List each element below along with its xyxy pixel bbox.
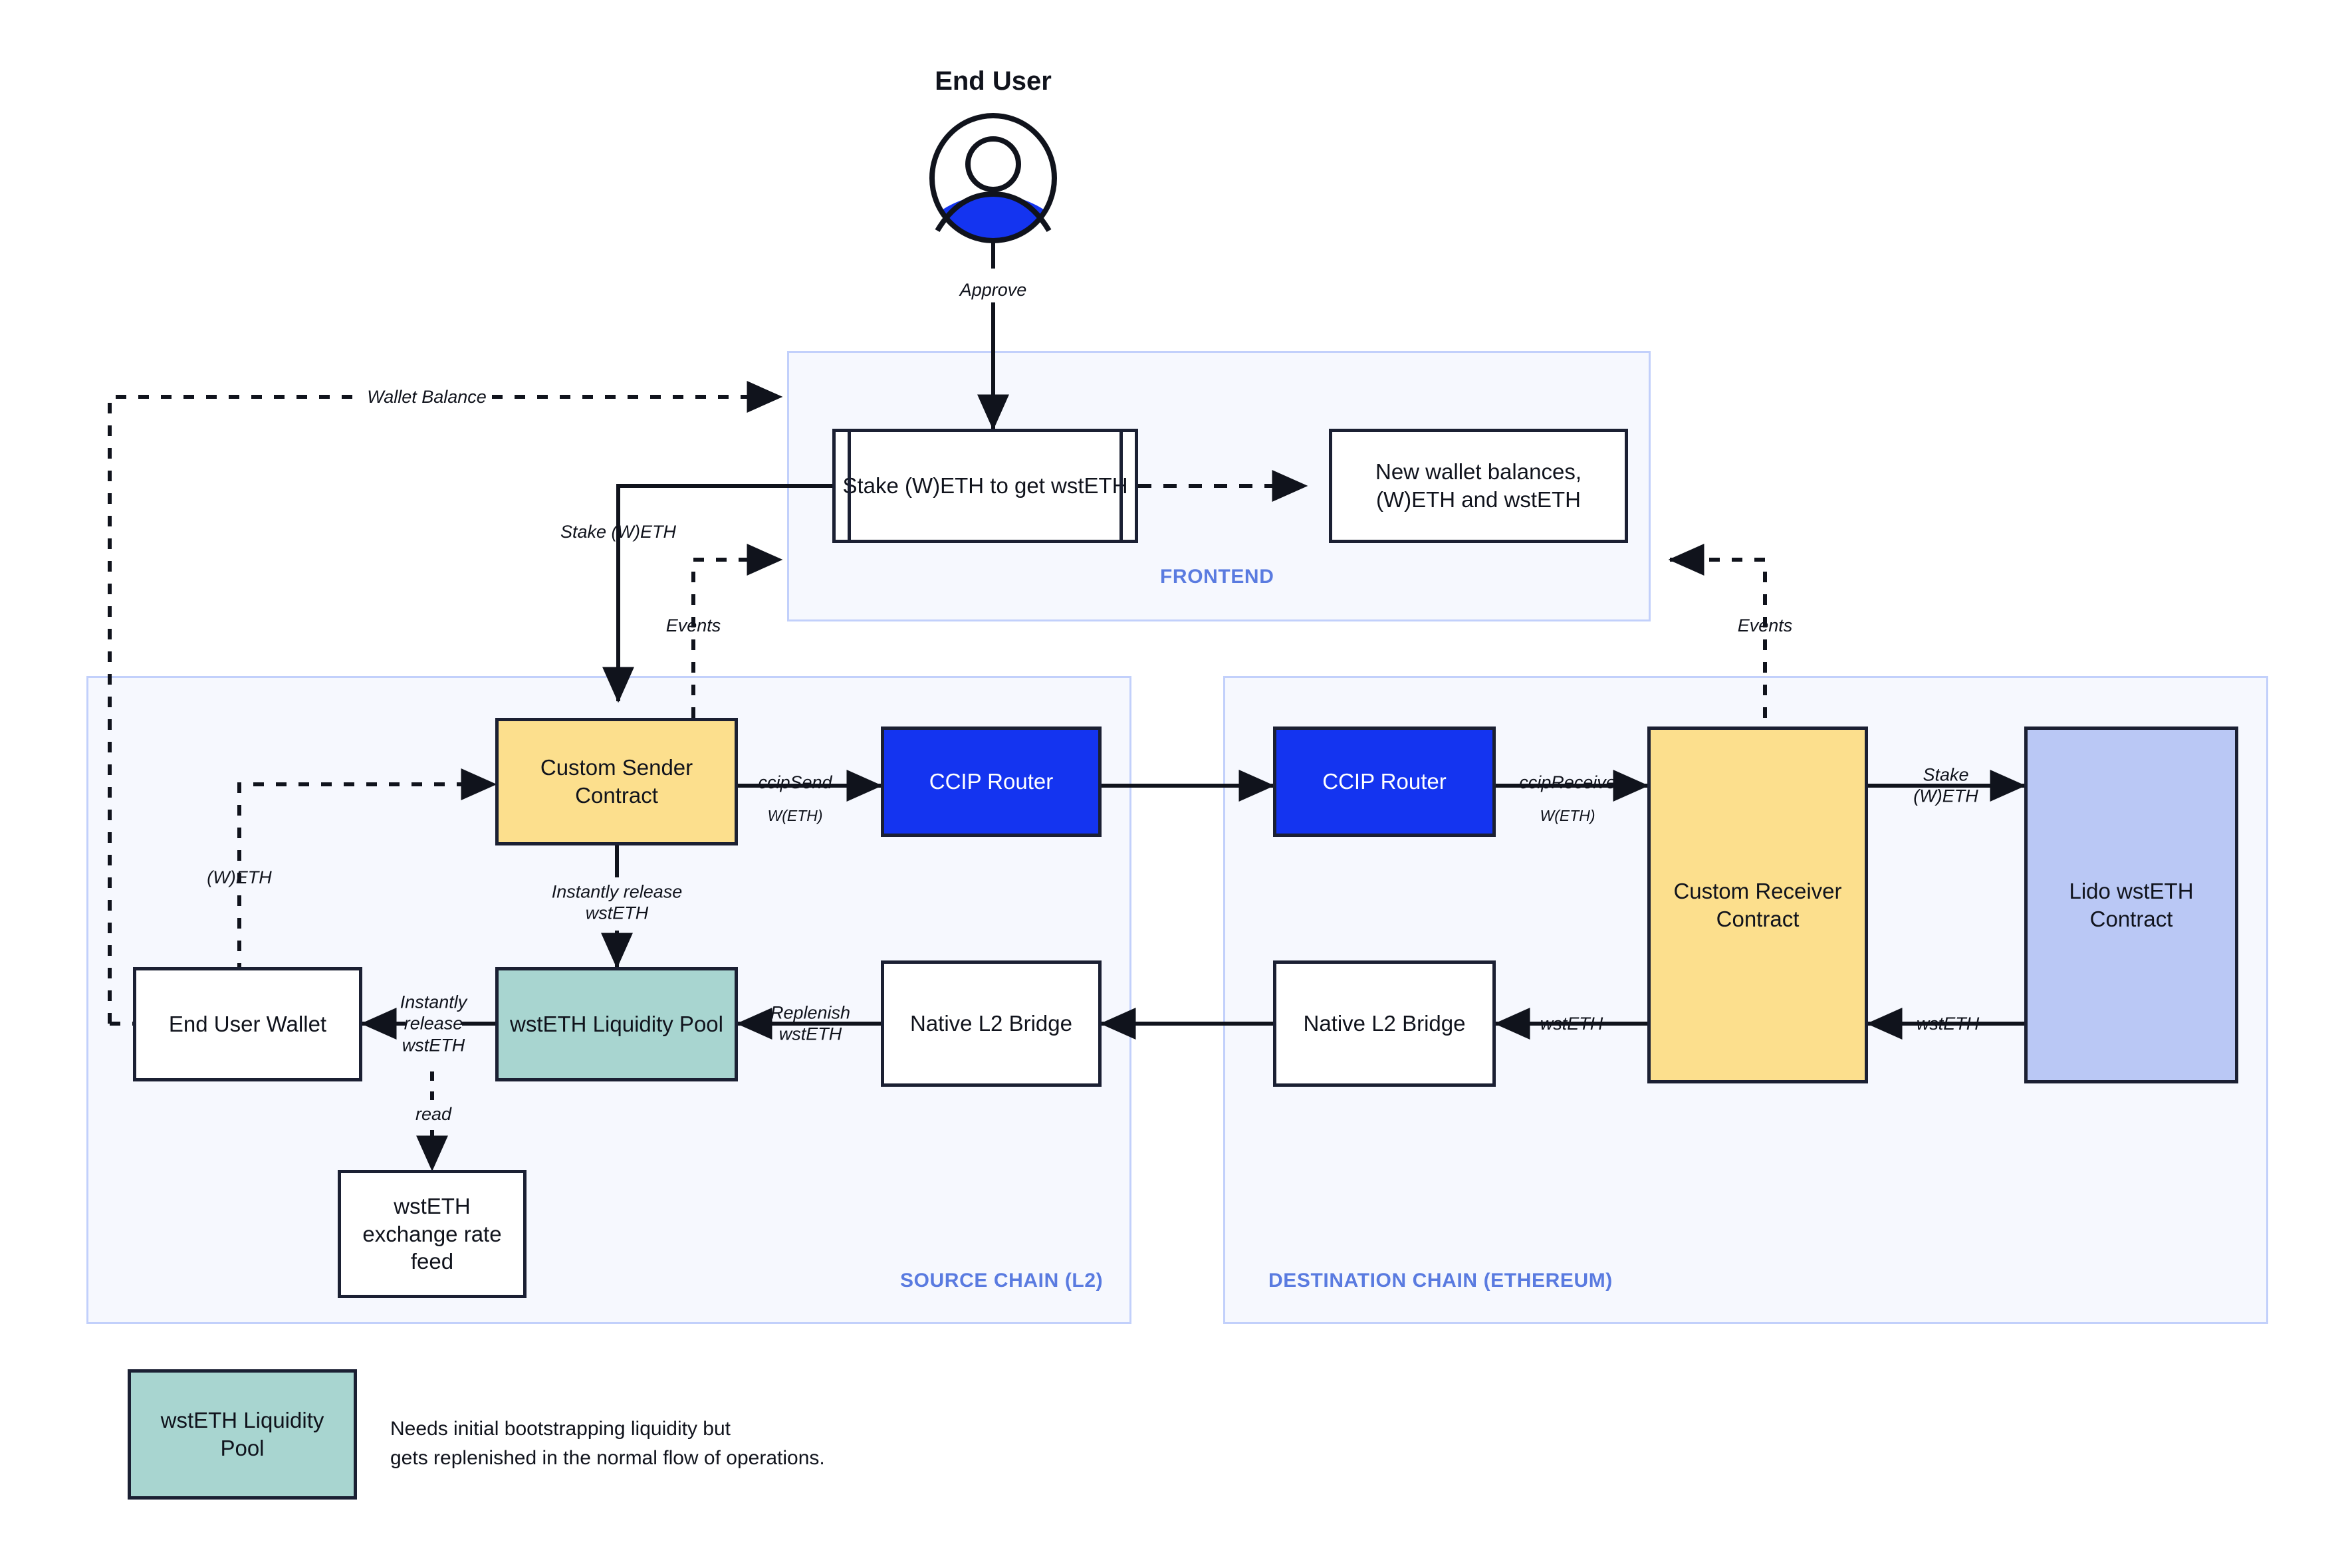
edge-label-ccipsend-sub: W(ETH) [767,807,823,825]
edge-label-wsteth-receiver: wstETH [1540,1013,1603,1034]
node-new-wallet-balances[interactable]: New wallet balances, (W)ETH and wstETH [1329,429,1628,543]
page-title: End User [935,66,1052,96]
node-custom-sender-contract[interactable]: Custom Sender Contract [495,718,738,845]
node-native-l2-bridge-destination[interactable]: Native L2 Bridge [1273,960,1496,1087]
edge-label-approve: Approve [959,279,1027,300]
node-wsteth-liquidity-pool[interactable]: wstETH Liquidity Pool [495,967,738,1081]
edge-label-events-right: Events [1737,615,1793,635]
node-ccip-router-source[interactable]: CCIP Router [881,727,1102,837]
node-end-user-wallet[interactable]: End User Wallet [133,967,362,1081]
node-wsteth-exchange-rate-feed[interactable]: wstETH exchange rate feed [338,1170,527,1298]
node-ccip-router-destination[interactable]: CCIP Router [1273,727,1496,837]
zone-label-frontend: FRONTEND [1160,566,1274,588]
edge-weth-wallet-to-sender [237,768,497,974]
zone-label-source-chain: SOURCE CHAIN (L2) [900,1270,1104,1291]
edge-stake-weth-to-sender [602,484,832,703]
edge-label-wallet-balance: Wallet Balance [367,386,487,407]
edge-label-weth: (W)ETH [207,867,272,887]
edge-label-ccipsend: ccipSend [758,772,832,792]
edge-events-left [691,544,783,718]
edge-label-wsteth-lido: wstETH [1916,1013,1980,1034]
zone-label-destination-chain: DESTINATION CHAIN (ETHEREUM) [1268,1270,1613,1291]
edge-label-events-left: Events [665,615,721,635]
edge-label-stake-weth-lido: Stake (W)ETH [1913,764,1978,806]
edge-label-instantly-release-wallet: Instantly release wstETH [400,992,467,1056]
edge-label-ccipreceive: ccipReceive [1519,772,1616,792]
edge-label-ccipreceive-sub: W(ETH) [1540,807,1595,825]
edge-label-stake-weth: Stake (W)ETH [560,521,677,542]
edge-label-instantly-release-sender: Instantly release wstETH [551,881,683,923]
edge-label-replenish: Replenish wstETH [770,1002,851,1044]
edge-events-right [1668,544,1767,718]
edge-label-read: read [415,1103,452,1124]
node-stake-weth[interactable]: Stake (W)ETH to get wstETH [832,429,1138,543]
node-custom-receiver-contract[interactable]: Custom Receiver Contract [1647,727,1868,1083]
legend-swatch-wsteth-pool: wstETH Liquidity Pool [128,1369,357,1500]
node-lido-wsteth-contract[interactable]: Lido wstETH Contract [2024,727,2238,1083]
edge-wallet-balance-left [108,395,362,1024]
node-native-l2-bridge-source[interactable]: Native L2 Bridge [881,960,1102,1087]
legend-note: Needs initial bootstrapping liquidity bu… [390,1418,825,1469]
